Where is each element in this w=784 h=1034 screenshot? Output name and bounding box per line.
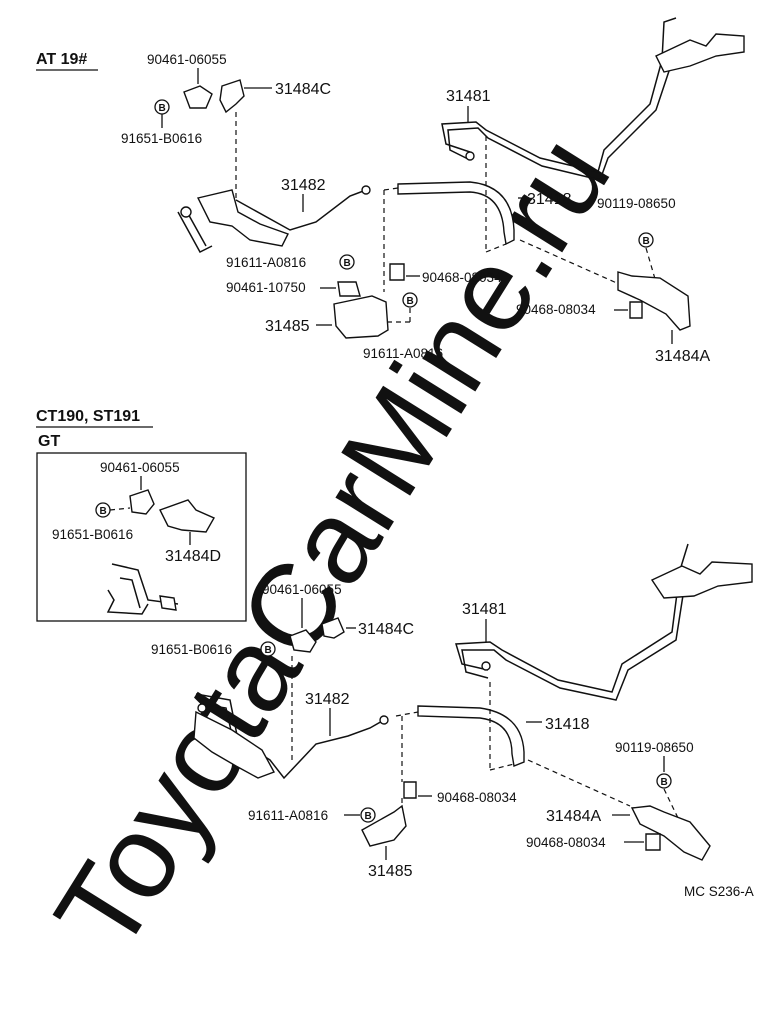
inset-label-91651-b0616: 91651-B0616 (52, 527, 133, 542)
clamp-part (289, 629, 317, 653)
label-31484c: 31484C (358, 621, 414, 638)
brake-tube-31481 (455, 543, 689, 693)
label-31418: 31418 (545, 716, 590, 733)
label-90119-08650: 90119-08650 (615, 740, 694, 755)
inset-title: GT (38, 433, 60, 450)
label-31485: 31485 (368, 863, 413, 880)
inset-label-31484d: 31484D (165, 548, 221, 565)
svg-text:B: B (159, 103, 166, 114)
label-90468-08034-center: 90468-08034 (437, 790, 517, 805)
svg-text:B: B (407, 296, 414, 307)
svg-text:B: B (344, 258, 351, 269)
label-90468-08034-right: 90468-08034 (526, 835, 606, 850)
bolt-symbol: B (339, 254, 355, 270)
tube-end-fitting (655, 33, 745, 73)
label-31482: 31482 (281, 177, 326, 194)
label-31484a: 31484A (546, 808, 601, 825)
clip-part (403, 781, 417, 799)
clip-part (629, 301, 643, 319)
master-cylinder-fitting (193, 710, 276, 779)
bolt-symbol: B (402, 292, 418, 308)
svg-text:B: B (100, 506, 107, 517)
section-bottom-title: CT190, ST191 (36, 408, 140, 425)
figure-code: MC S236-A (684, 884, 754, 899)
flex-hose-31418 (417, 705, 525, 767)
label-31484c: 31484C (275, 81, 331, 98)
clamp-part (337, 281, 361, 297)
section-top: AT 19# 90461-06055 31484C B 91651-B0616 … (36, 17, 745, 365)
svg-text:B: B (365, 811, 372, 822)
inset-box (36, 452, 247, 622)
bolt-symbol: B (656, 773, 672, 789)
label-91651-b0616: 91651-B0616 (151, 642, 232, 657)
label-91611-a0816-right: 91611-A0816 (363, 346, 443, 361)
label-31418: 31418 (527, 191, 572, 208)
master-cylinder-fitting (196, 189, 289, 247)
bolt-symbol: B (154, 99, 170, 115)
svg-text:B: B (661, 777, 668, 788)
label-90461-06055: 90461-06055 (147, 52, 227, 67)
label-31482: 31482 (305, 691, 350, 708)
section-bottom: CT190, ST191 GT 90461-06055 B 91651-B061… (36, 408, 754, 899)
svg-text:B: B (265, 645, 272, 656)
bracket-31484c (321, 617, 345, 639)
label-90461-06055: 90461-06055 (262, 582, 342, 597)
bracket-31485 (361, 804, 407, 847)
bracket-31484a (630, 805, 711, 861)
bracket-31484c (219, 79, 245, 114)
bolt-symbol: B (260, 641, 276, 657)
label-31481: 31481 (446, 88, 491, 105)
label-91611-a0816: 91611-A0816 (248, 808, 328, 823)
clip-part (389, 263, 405, 281)
clip-part (645, 833, 661, 851)
brake-tube-31482 (195, 693, 385, 780)
clamp-part (183, 85, 213, 109)
label-91611-a0816-left: 91611-A0816 (226, 255, 306, 270)
bolt-symbol: B (638, 232, 654, 248)
label-31481: 31481 (462, 601, 507, 618)
bolt-symbol: B (360, 807, 376, 823)
section-top-title: AT 19# (36, 51, 87, 68)
label-31484a: 31484A (655, 348, 710, 365)
label-91651-b0616: 91651-B0616 (121, 131, 202, 146)
bracket-31484d (159, 499, 215, 533)
label-90461-10750: 90461-10750 (226, 280, 306, 295)
bracket-31485 (333, 295, 389, 339)
label-31485: 31485 (265, 318, 310, 335)
bracket-31484a (617, 271, 691, 331)
tube-end-fitting (650, 561, 753, 599)
clamp-part (129, 489, 155, 515)
svg-text:B: B (643, 236, 650, 247)
label-90468-08034-center: 90468-08034 (422, 270, 502, 285)
inset-label-90461-06055: 90461-06055 (100, 460, 180, 475)
label-90468-08034-right: 90468-08034 (516, 302, 596, 317)
bolt-symbol: B (95, 502, 111, 518)
label-90119-08650: 90119-08650 (597, 196, 676, 211)
